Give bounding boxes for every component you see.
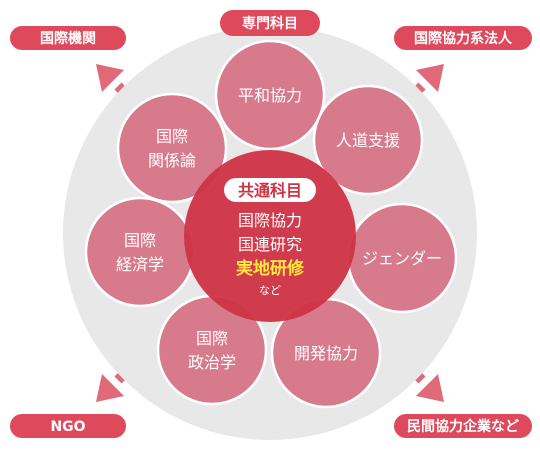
corner-top-left-label: 国際機関 [40, 30, 96, 47]
corner-bottom-right-label: 民間協力企業など [407, 418, 519, 435]
bubble-relations-line1: 国際 [156, 127, 188, 146]
bubble-gender-label: ジェンダー [362, 249, 442, 268]
corner-bottom-right: 民間協力企業など [394, 414, 532, 438]
bubble-development-label: 開発協力 [294, 344, 358, 363]
top-pill: 専門科目 [220, 10, 320, 36]
bubble-politics-line1: 国際 [196, 329, 228, 348]
bubble-politics-line2: 政治学 [188, 353, 236, 372]
center-line-2: 国連研究 [238, 235, 302, 254]
bubble-economics: 国際 経済学 [84, 196, 196, 308]
bubble-development: 開発協力 [270, 297, 382, 409]
bubble-humanitarian-label: 人道支援 [336, 131, 400, 150]
bubble-economics-line1: 国際 [124, 231, 156, 250]
center-suffix: など [259, 284, 281, 297]
top-pill-label: 専門科目 [242, 15, 298, 32]
corner-bottom-left-label: NGO [50, 419, 85, 435]
corner-top-right: 国際協力系法人 [394, 26, 532, 50]
bubble-relations-line2: 関係論 [148, 151, 196, 170]
center-title: 共通科目 [238, 181, 302, 200]
center-circle: 共通科目 国際協力 国連研究 実地研修 など [184, 150, 356, 322]
corner-bottom-left: NGO [10, 414, 126, 438]
corner-top-right-label: 国際協力系法人 [414, 30, 513, 47]
corner-top-left: 国際機関 [10, 26, 126, 50]
bubble-humanitarian: 人道支援 [312, 84, 424, 196]
bubble-gender: ジェンダー [346, 202, 458, 314]
bubble-peace-label: 平和協力 [238, 86, 302, 105]
center-highlight: 実地研修 [236, 258, 305, 279]
center-line-1: 国際協力 [238, 211, 302, 230]
bubble-relations: 国際 関係論 [116, 92, 228, 204]
bubble-economics-line2: 経済学 [116, 255, 164, 274]
bubble-peace: 平和協力 [214, 39, 326, 151]
